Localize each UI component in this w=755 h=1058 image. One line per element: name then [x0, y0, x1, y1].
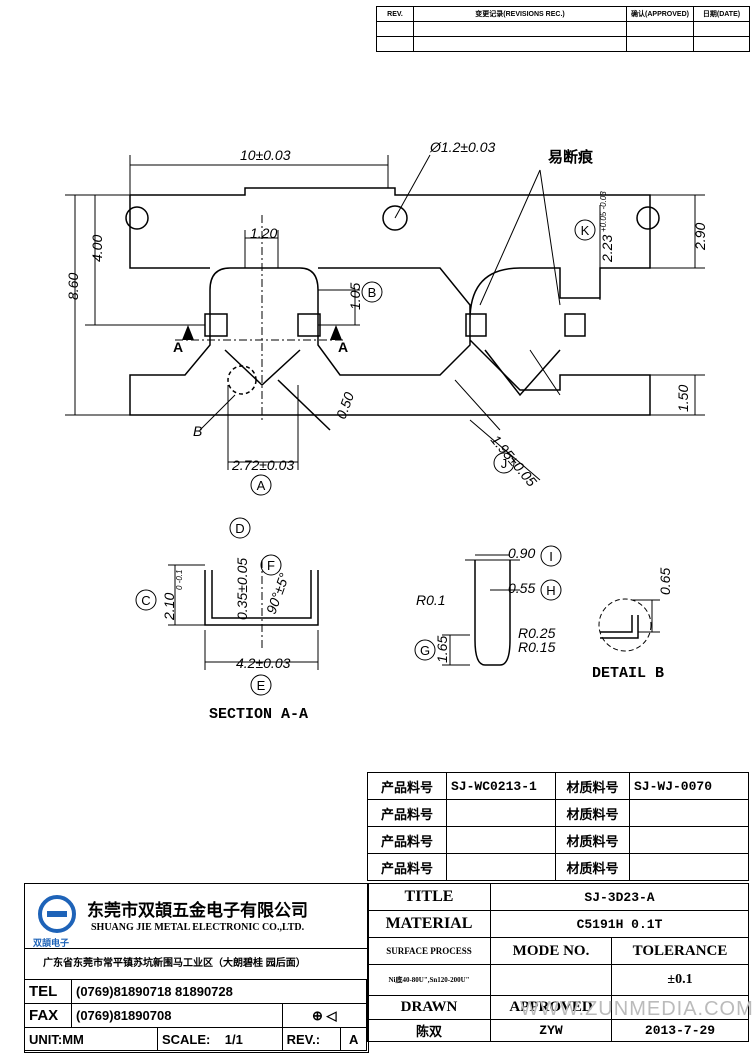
tel-label: TEL [24, 979, 72, 1004]
material-no-label: 材质料号 [555, 826, 630, 854]
balloon-c: C [141, 593, 150, 608]
rev-value: A [340, 1027, 367, 1051]
material-value: C5191H 0.1T [490, 910, 749, 938]
dim-0-55: 0.55 [508, 580, 535, 596]
unit-label: UNIT:MM [24, 1027, 158, 1051]
title-label: TITLE [367, 883, 491, 911]
company-name-cn: 东莞市双頡五金电子有限公司 [87, 901, 308, 920]
hole-right [636, 206, 660, 230]
material-label: MATERIAL [367, 910, 491, 938]
dim-2-23: 2.23 [599, 235, 615, 263]
dim-2-10-tol: 0 -0.1 [175, 570, 184, 590]
material-no-value [629, 826, 749, 854]
dim-1-20: 1.20 [250, 225, 277, 241]
balloon-f: F [267, 558, 275, 573]
material-no-label: 材质料号 [555, 772, 630, 800]
balloon-j: J [501, 456, 508, 471]
fax-value: (0769)81890708 [71, 1003, 283, 1028]
dim-4-00: 4.00 [89, 235, 105, 262]
dim-1-05: 1.05 [347, 283, 363, 310]
company-address: 广东省东莞市常平镇苏坑新围马工业区（大朗碧桂 园后面） [43, 958, 306, 969]
balloon-k: K [581, 223, 590, 238]
surface-value: Ni底40-80U",Sn120-200U" [367, 964, 491, 996]
mode-label: MODE NO. [490, 937, 612, 965]
tel-value: (0769)81890718 81890728 [71, 979, 367, 1004]
watermark: WWW.ZUNMEDIA.COM [520, 998, 754, 1020]
drawn-value: 陈双 [367, 1019, 491, 1042]
section-a-left: A [173, 339, 183, 355]
balloon-a: A [257, 478, 266, 493]
dim-0-90: 0.90 [508, 545, 535, 561]
dim-1-65: 1.65 [434, 636, 450, 663]
balloon-h: H [546, 583, 555, 598]
scale-label: SCALE: 1/1 [156, 1027, 283, 1051]
dim-2-10: 2.10 [161, 593, 177, 621]
balloon-d: D [235, 521, 244, 536]
section-a-right: A [338, 339, 348, 355]
surface-label: SURFACE PROCESS [367, 937, 491, 965]
balloon-e: E [257, 678, 266, 693]
product-no-label: 产品料号 [367, 799, 447, 827]
technical-drawing: 10±0.03 Ø1.2±0.03 易断痕 1.20 4.00 8.60 1.0… [65, 139, 708, 723]
approved-value: ZYW [490, 1019, 612, 1042]
product-no-value [446, 853, 556, 881]
title-block: TITLE SJ-3D23-A MATERIAL C5191H 0.1T SUR… [367, 883, 749, 1042]
section-label: SECTION A-A [209, 706, 308, 723]
part-number-table: 产品料号 SJ-WC0213-1 材质料号 SJ-WJ-0070 产品料号 材质… [367, 772, 749, 881]
date-value: 2013-7-29 [611, 1019, 749, 1042]
product-no-label: 产品料号 [367, 853, 447, 881]
balloon-g: G [420, 643, 430, 658]
dim-8-60: 8.60 [65, 273, 81, 300]
dim-2-23-tol: +0.05 -0.03 [599, 191, 608, 232]
dim-4-2: 4.2±0.03 [236, 655, 291, 671]
material-no-value [629, 853, 749, 881]
dim-r0-1: R0.1 [416, 592, 446, 608]
product-no-label: 产品料号 [367, 826, 447, 854]
dim-0-65: 0.65 [657, 568, 673, 595]
tolerance-value: ±0.1 [611, 964, 749, 996]
part-outline [129, 187, 651, 416]
balloon-i: I [549, 549, 553, 564]
dim-1-50: 1.50 [675, 385, 691, 412]
detail-label: DETAIL B [592, 665, 664, 682]
product-no-value: SJ-WC0213-1 [446, 772, 556, 800]
projection-symbol: ⊕ ◁ [281, 1003, 368, 1028]
product-no-label: 产品料号 [367, 772, 447, 800]
rev-label: REV.: [281, 1027, 342, 1051]
balloon-b: B [368, 285, 377, 300]
detail-b-zoom [598, 598, 652, 652]
dim-r0-25: R0.25 [518, 625, 556, 641]
dim-0-35: 0.35±0.05 [234, 558, 250, 620]
detail-b-circle [227, 365, 257, 395]
hole-center [382, 205, 408, 231]
dim-0-50: 0.50 [333, 390, 357, 421]
dim-2-72: 2.72±0.03 [231, 457, 294, 473]
dim-90deg: 90°±5° [263, 570, 293, 616]
title-value: SJ-3D23-A [490, 883, 749, 911]
company-name-en: SHUANG JIE METAL ELECTRONIC CO.,LTD. [91, 922, 305, 933]
revision-table: REV. 变更记录(REVISIONS REC.) 确认(APPROVED) 日… [376, 6, 750, 52]
scale-value: 1/1 [224, 1031, 243, 1047]
product-no-value [446, 826, 556, 854]
mode-value [490, 964, 612, 996]
logo-text: 双頡电子 [33, 938, 70, 948]
label-b: B [193, 423, 202, 439]
break-mark-label: 易断痕 [548, 148, 594, 166]
dim-10: 10±0.03 [240, 147, 291, 163]
tolerance-label: TOLERANCE [611, 937, 749, 965]
material-no-label: 材质料号 [555, 853, 630, 881]
hole-left [125, 206, 149, 230]
material-no-value [629, 799, 749, 827]
company-logo [38, 895, 76, 933]
drawn-label: DRAWN [367, 995, 491, 1020]
product-no-value [446, 799, 556, 827]
dim-r0-15: R0.15 [518, 639, 556, 655]
material-no-value: SJ-WJ-0070 [629, 772, 749, 800]
material-no-label: 材质料号 [555, 799, 630, 827]
company-block: 双頡电子 东莞市双頡五金电子有限公司 SHUANG JIE METAL ELEC… [24, 883, 369, 1053]
dim-hole: Ø1.2±0.03 [429, 139, 495, 155]
dim-2-90: 2.90 [692, 223, 708, 251]
fax-label: FAX [24, 1003, 72, 1028]
